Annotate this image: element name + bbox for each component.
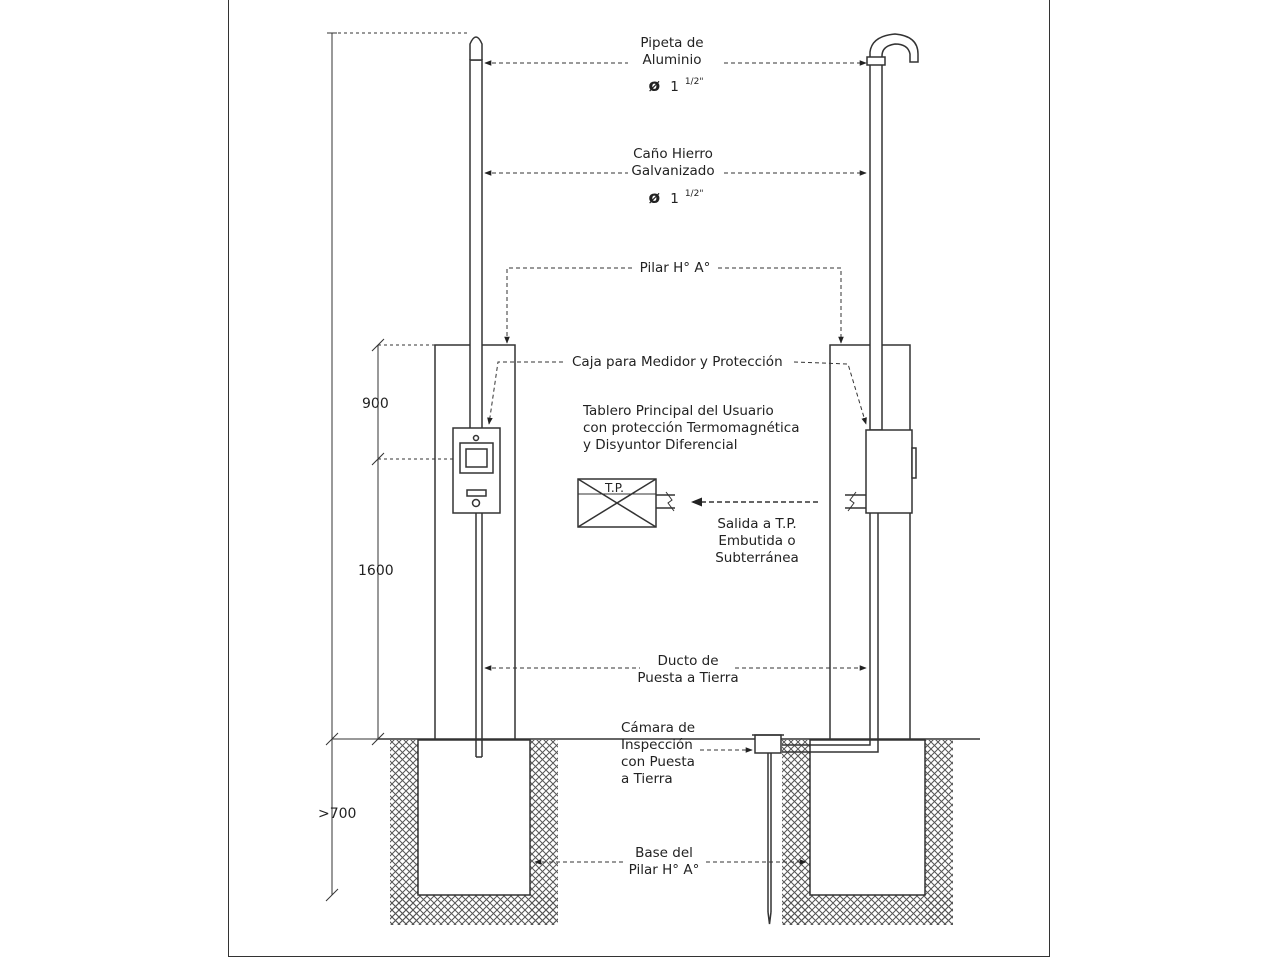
right-meter-box bbox=[865, 429, 913, 514]
diameter-symbol: ø bbox=[648, 76, 661, 96]
pilar-label: Pilar H° A° bbox=[639, 260, 711, 276]
soil-left-bottom bbox=[390, 895, 558, 925]
dimension-900: 900 bbox=[362, 396, 389, 412]
soil-left-outer bbox=[390, 740, 418, 925]
dimension-700: >700 bbox=[318, 806, 357, 822]
soil-right-inner bbox=[925, 740, 953, 925]
ducto-label: Ducto de Puesta a Tierra bbox=[637, 653, 739, 686]
soil-left-inner bbox=[530, 740, 558, 925]
meter-window bbox=[459, 442, 494, 474]
right-pipe bbox=[869, 63, 883, 431]
diameter-symbol: ø bbox=[648, 188, 661, 208]
right-base-pit bbox=[809, 739, 926, 896]
left-pipe bbox=[469, 59, 483, 433]
camara-label: Cámara de Inspección con Puesta a Tierra bbox=[621, 720, 696, 787]
inspection-chamber bbox=[754, 734, 782, 754]
base-label: Base del Pilar H° A° bbox=[628, 845, 700, 878]
ground-duct-elbow bbox=[782, 741, 879, 753]
caja-label: Caja para Medidor y Protección bbox=[572, 354, 783, 370]
left-pipeta bbox=[469, 36, 483, 60]
dimension-1600: 1600 bbox=[358, 563, 394, 579]
cano-label: Caño Hierro Galvanizado bbox=[631, 146, 715, 179]
pipeta-label: Pipeta de Aluminio bbox=[640, 35, 704, 68]
salida-label: Salida a T.P. Embutida o Subterránea bbox=[715, 516, 799, 566]
left-base-pit bbox=[417, 739, 531, 896]
tablero-label: Tablero Principal del Usuario con protec… bbox=[583, 403, 800, 453]
soil-right-outer bbox=[782, 740, 810, 925]
tp-box-label: T.P. bbox=[605, 481, 624, 495]
soil-right-bottom bbox=[782, 895, 953, 925]
